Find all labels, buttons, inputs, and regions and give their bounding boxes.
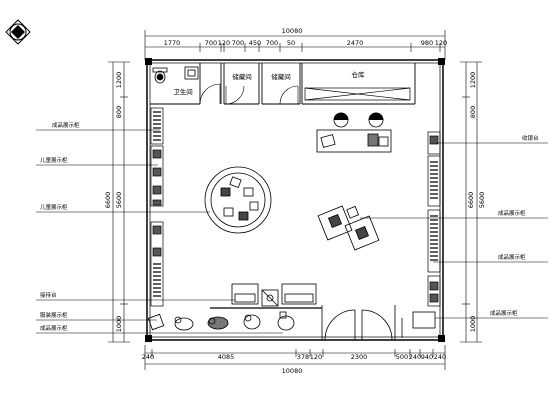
tilted-display-stand: [317, 205, 380, 251]
top-seg-3: 120: [218, 39, 230, 47]
top-segment-dims: 1770 700 120 700 450 700 50 2470 980 120: [164, 39, 447, 47]
right-dims: 1200 800 5600 6600 1000: [467, 72, 486, 333]
bottom-seg-9: 240: [434, 353, 446, 361]
kids-play-area: [147, 311, 295, 331]
corner-columns: [145, 58, 445, 342]
right-wall-racks: [427, 131, 441, 307]
right-dim-3: 5600: [478, 192, 486, 209]
left-dimensions: [108, 61, 130, 343]
top-seg-7: 50: [287, 39, 295, 47]
left-callout-leaders: [36, 129, 283, 334]
right-dim-2: 800: [469, 106, 477, 118]
room-label-wc: 卫生间: [173, 87, 193, 96]
room-doors: [199, 83, 299, 105]
room-label-warehouse: 仓库: [352, 70, 366, 79]
left-dims: 1200 800 5600 6600 1000: [104, 72, 123, 333]
toilet-icon: [152, 67, 168, 84]
bottom-seg-1: 240: [142, 353, 154, 361]
left-dim-1: 1200: [115, 72, 123, 89]
callout-left-1: 成品展示柜: [52, 121, 80, 129]
top-seg-2: 700: [205, 39, 217, 47]
bottom-seg-6: 500: [396, 353, 408, 361]
room-label-storage-1: 储藏间: [232, 72, 252, 81]
callout-right-1: 收银台: [522, 134, 539, 142]
bottom-dimensions: [144, 345, 446, 370]
sink-icon: [184, 66, 199, 80]
cashier-counter: [401, 311, 436, 338]
callout-right-2: 成品展示柜: [498, 209, 526, 217]
bottom-seg-8: 940: [421, 353, 433, 361]
top-seg-6: 700: [266, 39, 278, 47]
bottom-total-dim: 10080: [282, 367, 303, 375]
right-dim-5: 1000: [469, 316, 477, 333]
top-total-dim: 10080: [282, 27, 303, 35]
round-display-table: [204, 166, 272, 234]
upper-room-walls: [150, 63, 416, 105]
top-seg-5: 450: [249, 39, 261, 47]
callout-left-5: 服装展示柜: [40, 311, 68, 319]
outer-walls: [146, 59, 444, 341]
bottom-seg-7: 240: [409, 353, 421, 361]
room-label-storage-2: 储藏间: [271, 72, 291, 81]
top-seg-4: 700: [232, 39, 244, 47]
callout-left-2: 儿童展示柜: [40, 156, 68, 164]
top-seg-1: 1770: [164, 39, 181, 47]
bottom-seg-5: 2300: [351, 353, 368, 361]
left-dim-5: 1000: [115, 316, 123, 333]
warehouse-shelf: [304, 87, 411, 101]
right-callout-labels: 收银台 成品展示柜 成品展示柜 成品展示柜: [490, 134, 539, 317]
bottom-segment-dims: 240 4085 378 120 2300 500 240 940 240: [142, 353, 446, 361]
entrance-doors: [321, 305, 396, 341]
top-seg-10: 120: [435, 39, 447, 47]
callout-right-4: 成品展示柜: [490, 309, 518, 317]
sofa-set: [231, 283, 317, 307]
callout-left-4: 接待台: [40, 291, 57, 299]
bottom-seg-4: 120: [310, 353, 322, 361]
callout-right-3: 成品展示柜: [498, 253, 526, 261]
bottom-seg-3: 378: [297, 353, 309, 361]
top-seg-9: 980: [421, 39, 433, 47]
callout-left-3: 儿童展示柜: [40, 203, 68, 211]
left-dim-3: 5600: [115, 192, 123, 209]
top-dimensions: [144, 30, 446, 60]
right-dim-4: 6600: [467, 192, 475, 209]
reception-desk: [316, 112, 392, 153]
top-seg-8: 2470: [347, 39, 364, 47]
left-wall-racks: [150, 107, 164, 307]
right-callout-leaders: [360, 142, 548, 319]
left-dim-2: 800: [115, 106, 123, 118]
logo-seal: [5, 19, 31, 45]
right-dim-1: 1200: [469, 72, 477, 89]
left-dim-4: 6600: [104, 192, 112, 209]
left-callout-labels: 成品展示柜 儿童展示柜 儿童展示柜 接待台 服装展示柜 成品展示柜: [40, 121, 80, 332]
right-dimensions: [460, 61, 482, 343]
bottom-seg-2: 4085: [218, 353, 235, 361]
callout-left-6: 成品展示柜: [40, 324, 68, 332]
